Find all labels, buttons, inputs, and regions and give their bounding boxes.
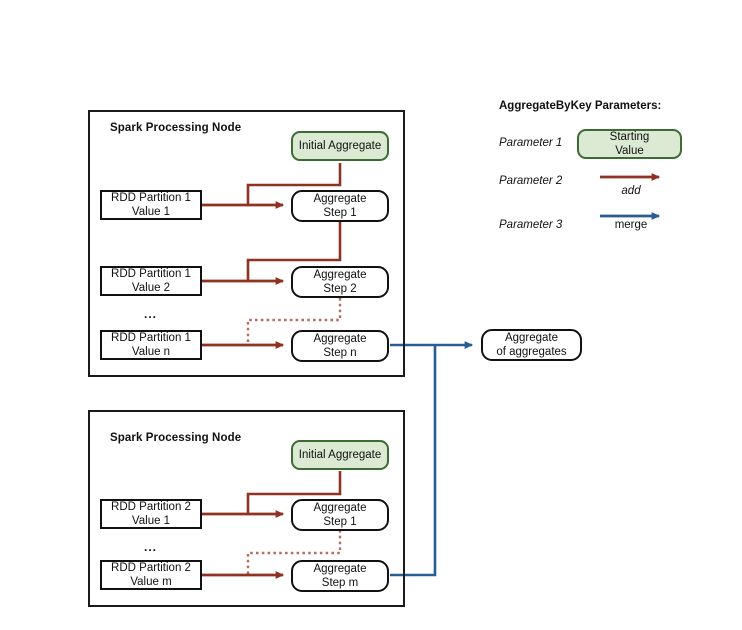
rdd-line-2: Value m — [130, 576, 172, 588]
legend-box-line-1: Starting — [609, 131, 650, 143]
legend-merge-caption: merge — [614, 219, 648, 231]
agg-line-2: Step m — [321, 577, 359, 589]
rdd-partition-box: RDD Partition 2 Value 1 — [100, 499, 202, 529]
final-line-2: of aggregates — [496, 346, 567, 358]
spark-node-2-title: Spark Processing Node — [110, 432, 242, 444]
spark-node-1-frame — [88, 110, 405, 377]
legend-parameter-3-label: Parameter 3 — [499, 219, 563, 231]
initial-aggregate-label: Initial Aggregate — [298, 140, 382, 152]
rdd-line-1: RDD Partition 2 — [111, 501, 191, 513]
initial-aggregate-label: Initial Aggregate — [298, 449, 382, 461]
initial-aggregate-node-2: Initial Aggregate — [291, 440, 389, 470]
initial-aggregate-node-1: Initial Aggregate — [291, 131, 389, 161]
aggregate-of-aggregates-box: Aggregate of aggregates — [481, 329, 582, 361]
rdd-partition-box: RDD Partition 1 Value n — [100, 330, 202, 360]
aggregate-step-box: Aggregate Step m — [291, 560, 389, 592]
spark-node-2-frame — [88, 410, 405, 607]
rdd-line-2: Value 2 — [131, 282, 171, 294]
rdd-line-1: RDD Partition 1 — [111, 268, 191, 280]
agg-line-1: Aggregate — [313, 563, 367, 575]
rdd-line-1: RDD Partition 1 — [111, 332, 191, 344]
ellipsis-node-2: ... — [144, 540, 158, 554]
spark-node-1-title: Spark Processing Node — [110, 122, 242, 134]
rdd-line-1: RDD Partition 1 — [111, 192, 191, 204]
aggregate-step-box: Aggregate Step n — [291, 330, 389, 362]
agg-line-2: Step 1 — [323, 207, 357, 219]
rdd-partition-box: RDD Partition 2 Value m — [100, 560, 202, 590]
agg-line-2: Step n — [323, 347, 357, 359]
agg-line-1: Aggregate — [313, 333, 367, 345]
ellipsis-node-1: ... — [144, 307, 158, 321]
aggregate-step-box: Aggregate Step 1 — [291, 190, 389, 222]
agg-line-2: Step 1 — [323, 516, 357, 528]
rdd-partition-box: RDD Partition 1 Value 1 — [100, 190, 202, 220]
legend-parameter-1-label: Parameter 1 — [499, 137, 563, 149]
aggregate-step-box: Aggregate Step 1 — [291, 499, 389, 531]
rdd-line-2: Value 1 — [131, 515, 171, 527]
agg-line-2: Step 2 — [323, 283, 357, 295]
agg-line-1: Aggregate — [313, 193, 367, 205]
rdd-line-2: Value n — [131, 346, 171, 358]
aggregate-step-box: Aggregate Step 2 — [291, 266, 389, 298]
legend-title: AggregateByKey Parameters: — [499, 100, 662, 112]
legend-parameter-2-label: Parameter 2 — [499, 175, 563, 187]
rdd-line-2: Value 1 — [131, 206, 171, 218]
legend-box-line-2: Value — [615, 145, 644, 157]
final-line-1: Aggregate — [504, 332, 559, 344]
legend-starting-value-box: Starting Value — [577, 129, 682, 159]
agg-line-1: Aggregate — [313, 502, 367, 514]
agg-line-1: Aggregate — [313, 269, 367, 281]
legend-add-caption: add — [621, 185, 641, 197]
rdd-line-1: RDD Partition 2 — [111, 562, 191, 574]
rdd-partition-box: RDD Partition 1 Value 2 — [100, 266, 202, 296]
